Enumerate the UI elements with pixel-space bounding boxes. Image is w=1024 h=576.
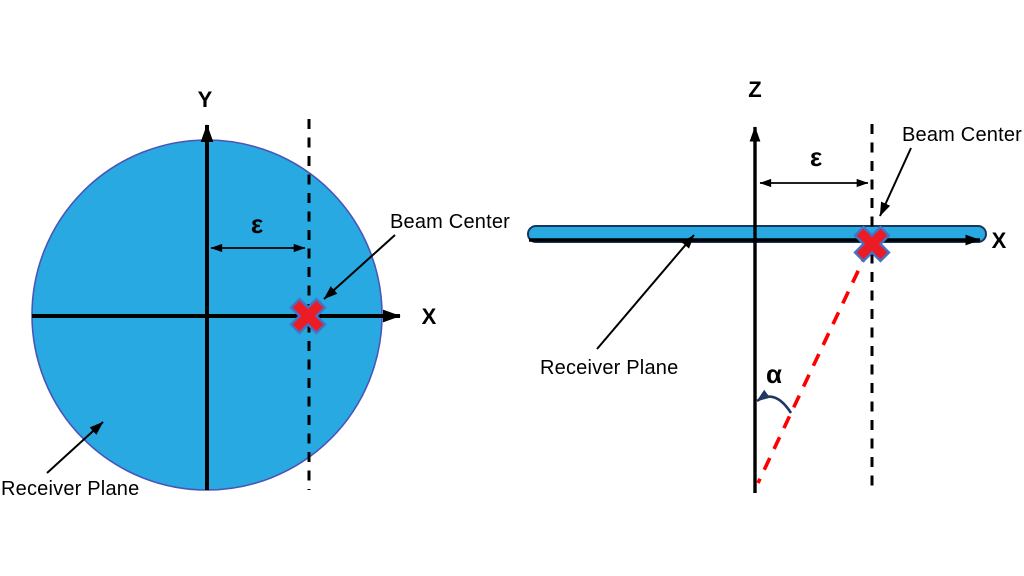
- beam-center-arrow: [879, 147, 912, 217]
- beam-direction-dashed-line: [756, 249, 870, 484]
- front-view-panel: ε Y X Beam Center Receiver Plane: [1, 87, 510, 500]
- alpha-angle-arc: [756, 389, 793, 414]
- beam-center-marker-icon: [289, 297, 327, 335]
- receiver-plane-label: Receiver Plane: [1, 478, 139, 500]
- epsilon-label: ε: [251, 209, 263, 239]
- y-axis-label: Y: [198, 87, 213, 112]
- x-axis-label: X: [992, 228, 1007, 253]
- beam-center-label: Beam Center: [902, 124, 1022, 146]
- receiver-plane-label: Receiver Plane: [540, 357, 678, 379]
- epsilon-label: ε: [810, 142, 822, 172]
- receiver-plane-arrow: [46, 421, 104, 474]
- side-view-panel: α ε Z X Beam Center Receiver Plane: [527, 77, 1022, 494]
- receiver-plane-arrow: [596, 234, 695, 350]
- beam-center-marker-icon: [853, 225, 891, 263]
- z-axis-label: Z: [748, 77, 761, 102]
- alpha-label: α: [766, 359, 782, 389]
- beam-center-arrow: [323, 234, 396, 300]
- x-axis-label: X: [422, 304, 437, 329]
- beam-center-label: Beam Center: [390, 211, 510, 233]
